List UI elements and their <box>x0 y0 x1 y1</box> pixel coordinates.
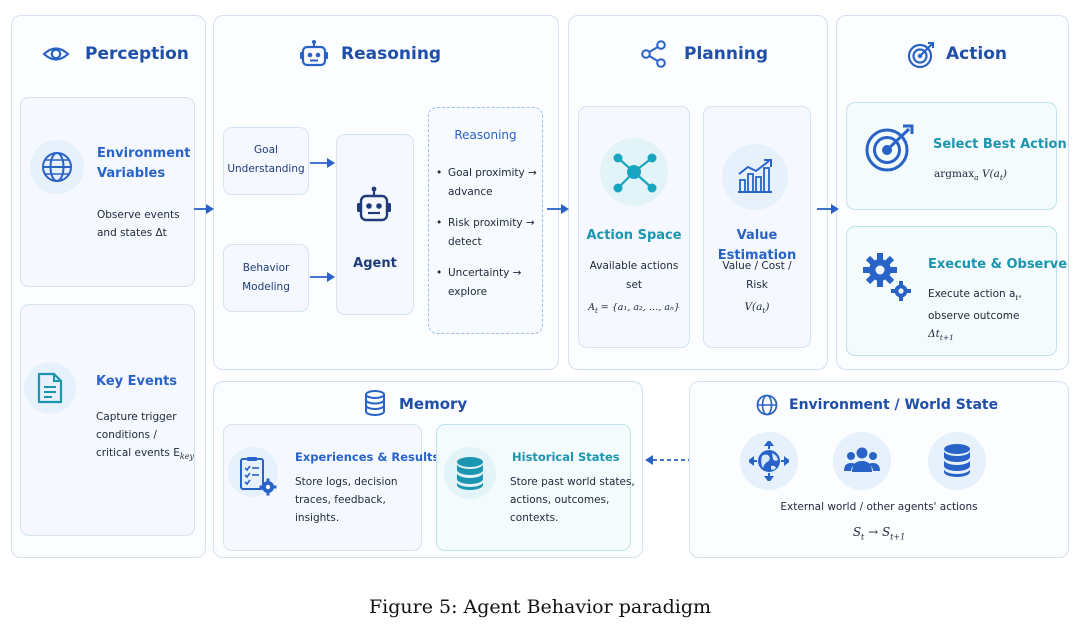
env-database-icon <box>944 444 970 477</box>
checklist-gear-icon <box>240 457 277 496</box>
value-estimation-desc-line1: Value / Cost / <box>722 260 792 272</box>
molecule-icon <box>613 153 657 193</box>
eye-icon <box>42 47 70 61</box>
earth-arrows-icon <box>749 441 789 481</box>
experiences-results-heading: Experiences & Results <box>295 450 440 464</box>
arrow-planning-to-action <box>817 204 839 214</box>
environment-math-arrow: → S <box>864 525 891 539</box>
behavior-modeling-card <box>223 244 309 312</box>
execute-observe-desc-comma: , <box>1018 288 1022 300</box>
goal-understanding-card <box>223 127 309 195</box>
document-icon <box>37 372 63 404</box>
execute-observe-heading: Execute & Observe <box>928 257 1068 272</box>
globe-icon <box>42 152 72 182</box>
action-space-math-set: = {a₁, a₂, …, aₙ} <box>597 302 680 313</box>
action-space-desc-line1: Available actions <box>589 260 679 272</box>
value-estimation-math-end: ) <box>765 301 770 313</box>
execute-observe-desc-line2: observe outcome <box>928 310 1020 323</box>
action-space-desc-line2: set <box>625 279 643 291</box>
bullseye-icon <box>865 124 914 172</box>
historical-states-desc-line1: Store past world states, <box>510 476 635 488</box>
database-icon <box>365 390 385 416</box>
agent-card <box>336 134 414 315</box>
robot-icon <box>300 40 328 67</box>
select-best-action-value: V(a <box>978 168 1000 180</box>
arrow-environment-to-memory <box>645 455 689 465</box>
key-events-card <box>20 304 195 536</box>
environment-variables-desc-line1: Observe events <box>97 209 180 221</box>
target-icon <box>907 42 934 69</box>
gears-icon <box>863 253 911 301</box>
share-nodes-icon <box>641 40 666 68</box>
goal-understanding-line2: Understanding <box>227 163 305 175</box>
perception-title: Perception <box>85 44 189 64</box>
execute-observe-desc-line1: Execute action a <box>928 288 1016 300</box>
execute-observe-math: Δt <box>928 328 940 341</box>
select-best-action-card <box>846 102 1057 210</box>
arrow-goal-to-agent <box>310 158 335 168</box>
arrow-reasoning-to-planning <box>547 204 569 214</box>
historical-states-heading: Historical States <box>512 450 620 464</box>
environment-math-sub1: t <box>861 532 865 542</box>
environment-variables-heading-line2: Variables <box>97 166 166 181</box>
world-globe-icon <box>756 394 778 416</box>
execute-observe-math-sub: t+1 <box>939 333 954 343</box>
reasoning-bullets: Goal proximity →advance Risk proximity →… <box>434 164 544 314</box>
action-space-math-symbol: A <box>588 302 595 313</box>
select-best-action-end: ) <box>1002 168 1008 180</box>
agent-robot-icon <box>357 186 391 222</box>
agent-label: Agent <box>353 256 397 271</box>
key-events-desc-line2: conditions / <box>96 429 157 441</box>
bar-chart-up-icon <box>738 159 772 193</box>
select-best-action-sub2: t <box>999 173 1003 183</box>
goal-understanding-line1: Goal <box>254 144 278 156</box>
value-estimation-heading: Value Estimation <box>717 228 797 263</box>
key-events-desc-line1: Capture trigger <box>96 411 177 423</box>
key-events-desc-line3: critical events E <box>96 447 180 459</box>
behavior-modeling-line1: Behavior <box>242 262 290 274</box>
environment-desc: External world / other agents' actions <box>780 501 978 513</box>
stacked-database-icon <box>457 457 483 490</box>
select-best-action-sub: a <box>974 173 979 183</box>
chart-icon-bg <box>722 144 788 210</box>
experiences-results-desc-line2: traces, feedback, <box>295 494 386 506</box>
execute-observe-card <box>846 226 1057 356</box>
value-estimation-math: V(a <box>744 301 763 313</box>
key-events-heading: Key Events <box>96 374 178 389</box>
reasoning-bullet-risk: Risk proximity →detect <box>434 214 544 252</box>
environment-math-s: S <box>852 525 862 539</box>
select-best-action-argmax: argmax <box>934 168 975 180</box>
action-space-math-sub: t <box>594 306 598 315</box>
environment-variables-desc-line2: and states Δt <box>97 227 167 239</box>
reasoning-title: Reasoning <box>341 44 442 64</box>
action-space-heading: Action Space <box>586 228 682 243</box>
execute-observe-desc-sub: t <box>1015 293 1019 303</box>
reasoning-bullet-uncertainty: Uncertainty →explore <box>434 264 544 302</box>
environment-math-sub2: t+1 <box>890 532 906 542</box>
behavior-modeling-line2: Modeling <box>242 281 290 293</box>
figure-caption: Figure 5: Agent Behavior paradigm <box>368 596 712 618</box>
select-best-action-heading: Select Best Action <box>933 137 1067 152</box>
reasoning-bullet-goal: Goal proximity →advance <box>434 164 544 202</box>
users-icon <box>844 447 880 472</box>
arrow-behavior-to-agent <box>310 272 335 282</box>
action-title: Action <box>946 44 1007 64</box>
arrow-perception-to-reasoning <box>194 204 214 214</box>
historical-states-desc-line3: contexts. <box>510 512 559 524</box>
experiences-results-desc-line1: Store logs, decision <box>295 476 398 488</box>
memory-title: Memory <box>399 395 468 413</box>
environment-variables-heading-line1: Environment <box>97 146 191 161</box>
value-estimation-desc-line2: Risk <box>746 279 768 291</box>
key-events-subscript: key <box>179 452 194 462</box>
value-estimation-math-sub: t <box>762 306 766 316</box>
environment-title: Environment / World State <box>789 397 999 413</box>
planning-title: Planning <box>684 44 769 64</box>
experiences-results-desc-line3: insights. <box>295 512 340 524</box>
reasoning-box-title: Reasoning <box>454 128 517 142</box>
historical-states-desc-line2: actions, outcomes, <box>510 494 610 506</box>
